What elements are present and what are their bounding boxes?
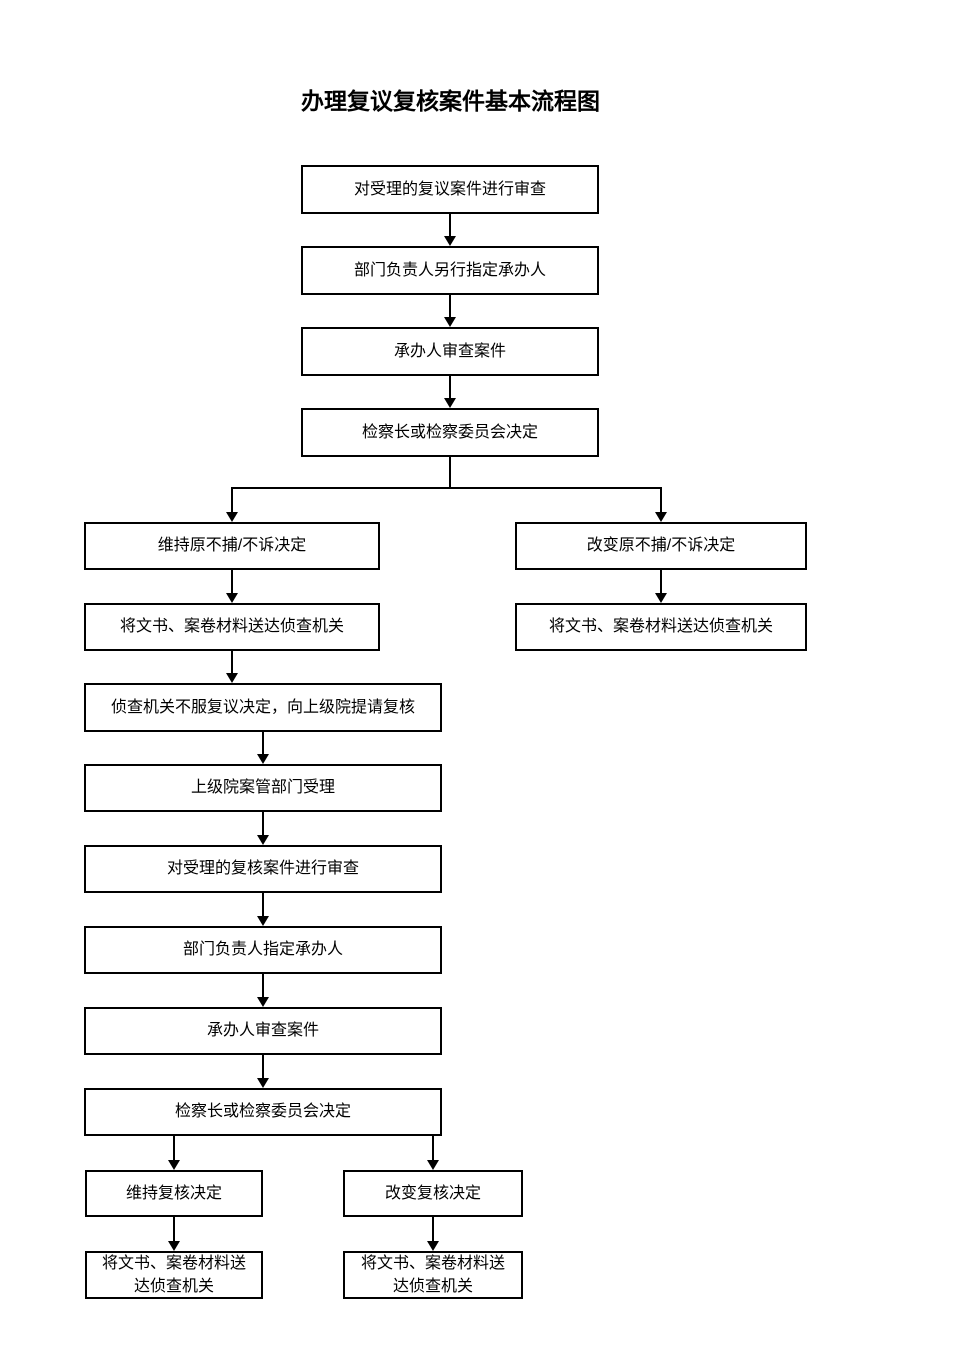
flow-node-label: 检察长或检察委员会决定: [174, 1103, 351, 1121]
flow-node-label: 改变复核决定: [384, 1184, 481, 1202]
flow-node-change-original-decision: 改变原不捕/不诉决定: [515, 522, 807, 570]
flow-node-label: 维持原不捕/不诉决定: [157, 537, 307, 555]
flow-node-chief-decision-1: 检察长或检察委员会决定: [301, 408, 599, 457]
flow-node-deliver-documents-bottom-left: 将文书、案卷材料送 达侦查机关: [85, 1251, 263, 1299]
flow-arrowhead-down: [257, 754, 269, 764]
flow-node-deliver-documents-right: 将文书、案卷材料送达侦查机关: [515, 603, 807, 651]
flow-arrowhead-down: [655, 593, 667, 603]
flow-arrowhead-down: [655, 512, 667, 522]
flow-connector-line: [262, 893, 264, 916]
flow-node-label: 上级院案管部门受理: [190, 779, 335, 797]
flow-arrowhead-down: [257, 835, 269, 845]
flow-connector-line: [231, 651, 233, 673]
flow-connector-line: [432, 1136, 434, 1160]
flow-node-undertaker-review-1: 承办人审查案件: [301, 327, 599, 376]
flow-connector-line: [262, 974, 264, 997]
flow-node-chief-decision-2: 检察长或检察委员会决定: [84, 1088, 442, 1136]
flow-node-label: 改变原不捕/不诉决定: [586, 537, 736, 555]
flow-node-label: 部门负责人指定承办人: [182, 941, 343, 959]
flow-node-label: 对受理的复议案件进行审查: [353, 180, 546, 198]
flow-arrowhead-down: [226, 512, 238, 522]
flow-arrowhead-down: [444, 398, 456, 408]
flow-connector-line: [262, 732, 264, 754]
flow-connector-line: [660, 487, 662, 512]
flow-connector-line: [231, 487, 233, 512]
flow-connector-line: [432, 1217, 434, 1241]
flow-arrowhead-down: [257, 997, 269, 1007]
flow-connector-line: [262, 812, 264, 835]
flow-arrowhead-down: [427, 1160, 439, 1170]
flow-connector-line: [173, 1136, 175, 1160]
flow-node-request-review: 侦查机关不服复议决定，向上级院提请复核: [84, 683, 442, 732]
flow-connector-line: [231, 487, 662, 489]
flow-arrowhead-down: [226, 673, 238, 683]
flow-node-label: 部门负责人另行指定承办人: [353, 261, 546, 279]
flow-arrowhead-down: [444, 317, 456, 327]
flow-node-label: 检察长或检察委员会决定: [361, 423, 538, 441]
flow-node-assign-undertaker: 部门负责人指定承办人: [84, 926, 442, 974]
flow-node-label: 将文书、案卷材料送达侦查机关: [548, 618, 773, 636]
flow-connector-line: [173, 1217, 175, 1241]
flow-node-label: 承办人审查案件: [393, 342, 506, 360]
flow-arrowhead-down: [226, 593, 238, 603]
flow-node-change-fuhe-decision: 改变复核决定: [343, 1170, 523, 1217]
flow-arrowhead-down: [257, 1078, 269, 1088]
flow-node-review-fuhe-case: 对受理的复核案件进行审查: [84, 845, 442, 893]
flow-arrowhead-down: [427, 1241, 439, 1251]
flow-node-deliver-documents-left: 将文书、案卷材料送达侦查机关: [84, 603, 380, 651]
flow-node-higher-court-accept: 上级院案管部门受理: [84, 764, 442, 812]
flow-node-maintain-original-decision: 维持原不捕/不诉决定: [84, 522, 380, 570]
flow-node-label: 将文书、案卷材料送 达侦查机关: [101, 1254, 246, 1295]
flow-node-maintain-fuhe-decision: 维持复核决定: [85, 1170, 263, 1217]
flow-node-label: 维持复核决定: [125, 1184, 222, 1202]
flow-node-label: 承办人审查案件: [206, 1022, 319, 1040]
flow-connector-line: [449, 214, 451, 236]
flow-connector-line: [660, 570, 662, 593]
flow-node-review-fuyi-case: 对受理的复议案件进行审查: [301, 165, 599, 214]
flow-connector-line: [449, 457, 451, 488]
flow-arrowhead-down: [444, 236, 456, 246]
flow-node-deliver-documents-bottom-right: 将文书、案卷材料送 达侦查机关: [343, 1251, 523, 1299]
flow-node-label: 侦查机关不服复议决定，向上级院提请复核: [110, 698, 415, 716]
flow-connector-line: [449, 376, 451, 398]
flow-node-assign-undertaker-other: 部门负责人另行指定承办人: [301, 246, 599, 295]
flow-connector-line: [449, 295, 451, 317]
flow-connector-line: [231, 570, 233, 593]
flow-connector-line: [262, 1055, 264, 1078]
flow-arrowhead-down: [168, 1160, 180, 1170]
flow-arrowhead-down: [257, 916, 269, 926]
flow-node-label: 将文书、案卷材料送 达侦查机关: [360, 1254, 505, 1295]
flow-node-label: 将文书、案卷材料送达侦查机关: [119, 618, 344, 636]
page-title: 办理复议复核案件基本流程图: [301, 88, 600, 114]
flow-arrowhead-down: [168, 1241, 180, 1251]
flow-node-undertaker-review-2: 承办人审查案件: [84, 1007, 442, 1055]
flow-node-label: 对受理的复核案件进行审查: [166, 860, 359, 878]
